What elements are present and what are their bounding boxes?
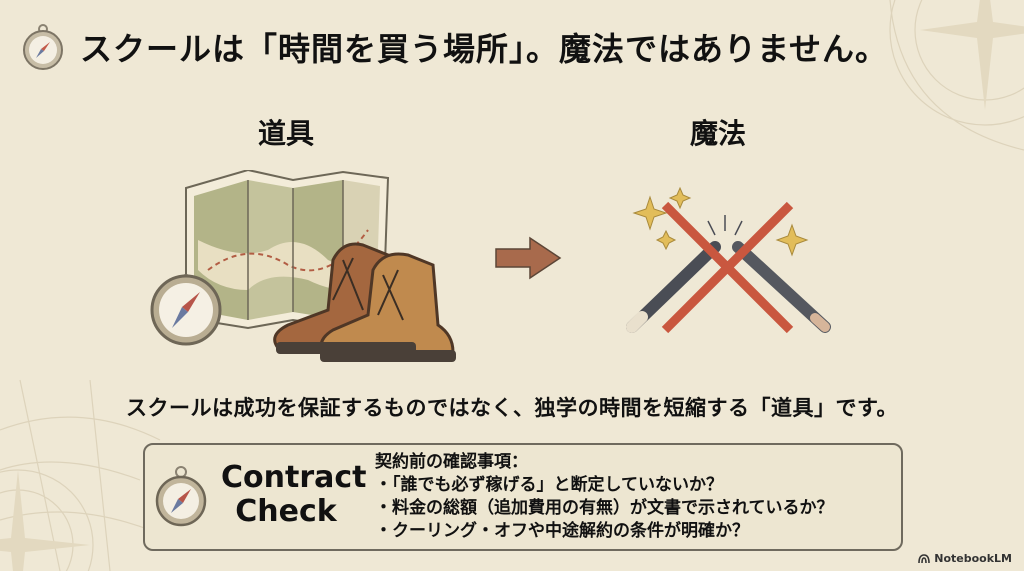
notebooklm-branding: NotebookLM xyxy=(918,552,1012,565)
page-title: スクールは「時間を買う場所」。魔法ではありません。 xyxy=(20,22,888,72)
checklist-item: ・クーリング・オフや中途解約の条件が明確か？ xyxy=(375,521,749,541)
wand-icon xyxy=(626,241,831,333)
sparkle-icon xyxy=(632,186,809,257)
checklist-item: ・「誰でも必ず稼げる」と断定していないか？ xyxy=(375,475,723,495)
contract-check-list: 契約前の確認事項： ・「誰でも必ず稼げる」と断定していないか？ ・料金の総額（追… xyxy=(375,451,834,543)
contract-check-title: Contract Check xyxy=(221,460,367,529)
broken-wand-crossed-out-illustration xyxy=(626,186,831,334)
compass-icon xyxy=(150,274,222,346)
cross-out-icon xyxy=(661,201,794,334)
tool-label: 道具 xyxy=(258,117,315,150)
right-arrow-icon xyxy=(495,236,562,280)
title-text: スクールは「時間を買う場所」。魔法ではありません。 xyxy=(80,30,889,68)
hiking-boots-icon xyxy=(273,242,456,362)
map-compass-boots-illustration xyxy=(150,170,456,362)
checklist-heading: 契約前の確認事項： xyxy=(375,452,528,472)
contract-check-panel: Contract Check 契約前の確認事項： ・「誰でも必ず稼げる」と断定し… xyxy=(143,443,903,551)
summary-text: スクールは成功を保証するものではなく、独学の時間を短縮する「道具」です。 xyxy=(126,396,898,420)
notebooklm-logo-icon xyxy=(918,554,931,563)
magic-label: 魔法 xyxy=(690,117,747,150)
compass-icon xyxy=(23,24,63,70)
compass-icon xyxy=(155,466,207,527)
checklist-item: ・料金の総額（追加費用の有無）が文書で示されているか？ xyxy=(375,498,834,518)
